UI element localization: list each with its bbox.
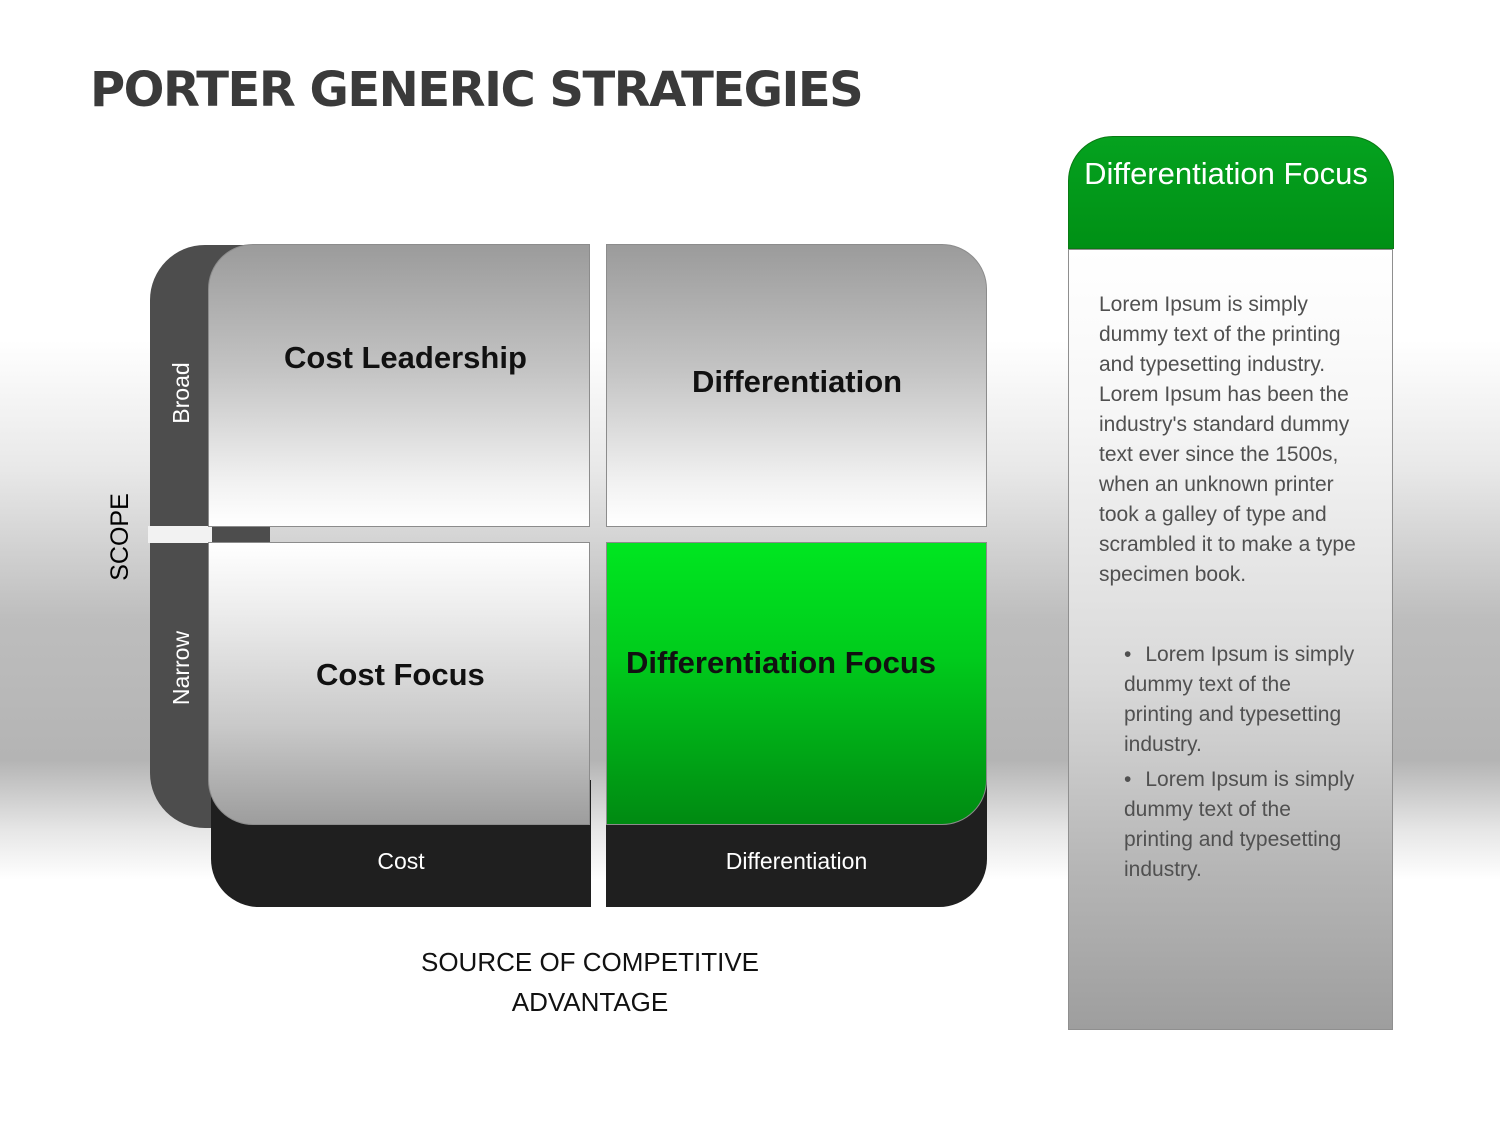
quadrant-label-cost-leadership: Cost Leadership [284,340,527,375]
quadrant-cost-leadership[interactable] [208,244,590,527]
quadrant-label-cost-focus: Cost Focus [316,657,485,692]
scope-narrow-label: Narrow [168,630,194,706]
panel-bullet-text: Lorem Ipsum is simply dummy text of the … [1124,768,1355,881]
quadrant-label-differentiation-focus: Differentiation Focus [626,645,937,680]
panel-header [1068,136,1394,249]
bullet-icon: • [1124,768,1132,791]
panel-paragraph: Lorem Ipsum is simply dummy text of the … [1099,293,1356,586]
panel-body [1068,249,1393,1030]
quadrant-differentiation-focus[interactable] [606,542,987,825]
page-title: PORTER GENERIC STRATEGIES [90,62,864,118]
scope-bar-divider [148,526,212,543]
panel-bullet-text: Lorem Ipsum is simply dummy text of the … [1124,643,1355,756]
panel-header-title: Differentiation Focus [1084,156,1368,191]
bullet-icon: • [1124,643,1132,666]
source-axis-label: SOURCE OF COMPETITIVE ADVANTAGE [390,942,790,1022]
quadrant-cost-focus[interactable] [208,542,590,825]
source-cost-label: Cost [377,848,425,874]
quadrant-differentiation[interactable] [606,244,987,527]
scope-axis-label: SCOPE [106,493,134,581]
source-differentiation-label: Differentiation [725,848,868,874]
panel-bullet-item: •Lorem Ipsum is simply dummy text of the… [1124,640,1364,760]
source-axis-label-line1: SOURCE OF COMPETITIVE [420,947,760,977]
source-axis-label-line2: ADVANTAGE [511,987,669,1017]
scope-broad-label: Broad [168,362,194,424]
panel-bullet-item: •Lorem Ipsum is simply dummy text of the… [1124,765,1364,885]
quadrant-label-differentiation: Differentiation [692,364,903,399]
